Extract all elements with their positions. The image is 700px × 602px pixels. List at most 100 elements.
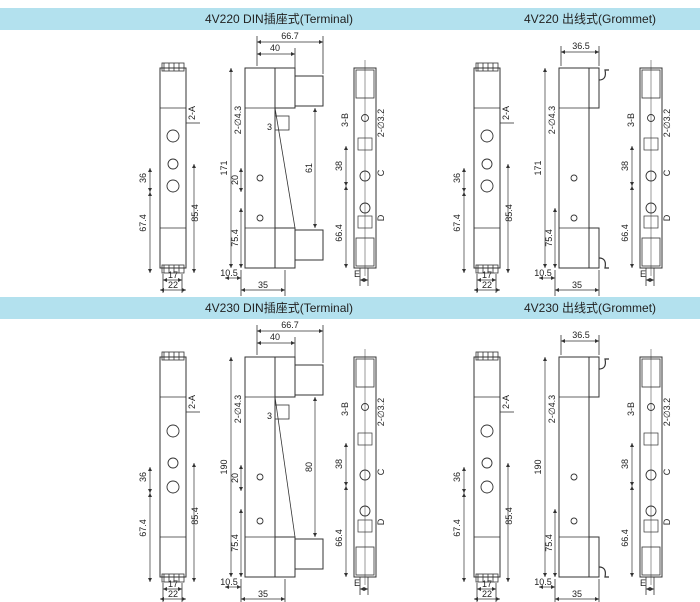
r-side-body (558, 67, 590, 269)
l-front-cap-bottom (161, 573, 185, 583)
dim-arrow (192, 269, 196, 273)
r-e-label: E (640, 269, 646, 279)
l-lower-label: 75.4 (230, 229, 240, 247)
l-w1-label: 17 (168, 270, 178, 280)
dim-arrow (553, 509, 557, 513)
dim-arrow (163, 587, 167, 591)
r-v66-label: 66.4 (620, 529, 630, 547)
dim-arrow (462, 493, 466, 497)
dim-arrow (313, 224, 317, 228)
dim-arrow (474, 597, 478, 601)
dim-arrow (257, 341, 261, 345)
l-side-hole (256, 517, 264, 525)
l-port3-block (274, 404, 290, 420)
dim-arrow (630, 482, 634, 486)
r-v66-label: 66.4 (620, 224, 630, 242)
r-base-off-label: 10.5 (534, 268, 552, 278)
l-port-frame (357, 519, 373, 533)
dim-arrow (239, 573, 243, 577)
l-height-label: 171 (219, 160, 229, 175)
l-v66-label: 66.4 (334, 224, 344, 242)
r-c-label: C (662, 169, 672, 176)
dim-arrow (239, 509, 243, 513)
l-side-hole (256, 214, 264, 222)
dim-arrow (313, 533, 317, 537)
dim-arrow (555, 288, 559, 292)
l-pitch2-label: 85.4 (190, 204, 200, 222)
dim-arrow (646, 278, 650, 282)
l-port-b (166, 480, 180, 494)
dim-arrow (229, 68, 233, 72)
dim-arrow (539, 276, 543, 280)
dim-arrow (239, 264, 243, 268)
l-port-a (166, 129, 180, 143)
r-v38-label: 38 (620, 161, 630, 171)
r-base-off-label: 10.5 (534, 577, 552, 587)
r-grommet-coil-top (588, 67, 600, 109)
dim-arrow (257, 40, 261, 44)
l-coil-top (274, 356, 296, 398)
r-port-frame (643, 137, 659, 151)
dim-arrow (344, 443, 348, 447)
dim-arrow (360, 278, 364, 282)
dim-arrow (595, 339, 599, 343)
r-wire-bottom (598, 257, 609, 269)
r-side-hole (570, 473, 578, 481)
r-port-a (480, 424, 494, 438)
dim-arrow (291, 341, 295, 345)
l-coil-top (274, 67, 296, 109)
r-wire-top (598, 358, 609, 370)
r-side-hole (570, 174, 578, 182)
r-front-cap-top (475, 351, 499, 361)
dim-arrow (543, 357, 547, 361)
title-4v220-grommet: 4V220 出线式(Grommet) (524, 12, 657, 26)
r-grommet-coil-bottom (588, 227, 600, 269)
dim-arrow (281, 288, 285, 292)
l-base-w-label: 35 (258, 280, 268, 290)
r-d-label: D (662, 518, 672, 525)
r-pitch2-label: 85.4 (504, 507, 514, 525)
r-port-b-label: 3-B (626, 113, 636, 127)
l-port3-label: 3 (267, 411, 272, 421)
dim-arrow (492, 587, 496, 591)
dim-arrow (496, 288, 500, 292)
dim-arrow (553, 264, 557, 268)
dim-arrow (239, 168, 243, 172)
r-holes-small-label: 2-∅3.2 (662, 398, 672, 426)
l-pitch-label: 36 (138, 472, 148, 482)
dim-arrow (630, 182, 634, 186)
dim-arrow (646, 587, 650, 591)
section-header-4v230: 4V230 DIN插座式(Terminal) 4V230 出线式(Grommet… (0, 297, 700, 319)
r-base-w-label: 35 (572, 280, 582, 290)
r-front-cap-bottom (475, 573, 499, 583)
dim-arrow (506, 164, 510, 168)
l-mid-label: 20 (230, 473, 240, 483)
l-coil-bottom (274, 227, 296, 269)
r-port-frame (643, 215, 659, 229)
dim-arrow (630, 146, 634, 150)
r-port-c-hole (645, 170, 657, 182)
r-port-frame (643, 519, 659, 533)
l-lower-label: 75.4 (230, 534, 240, 552)
r-port-a-label: 2-A (501, 106, 511, 120)
dim-arrow (225, 585, 229, 589)
r-port-b (480, 179, 494, 193)
l-top-inner-label: 40 (270, 43, 280, 53)
dim-arrow (344, 146, 348, 150)
dim-arrow (281, 597, 285, 601)
l-port-frame (357, 137, 373, 151)
dim-arrow (319, 40, 323, 44)
l-port-b (166, 179, 180, 193)
r-w1-label: 17 (482, 579, 492, 589)
r-holes-label: 2-∅4.3 (547, 395, 557, 423)
r-side-body (558, 356, 590, 578)
r-holes-label: 2-∅4.3 (547, 106, 557, 134)
l-port-frame (357, 215, 373, 229)
l-coil-bottom (274, 536, 296, 578)
l-holes-label: 2-∅4.3 (233, 395, 243, 423)
l-d-label: D (376, 214, 386, 221)
dim-arrow (239, 208, 243, 212)
r-port-d-hole (645, 202, 657, 214)
r-lower-label: 75.4 (544, 229, 554, 247)
